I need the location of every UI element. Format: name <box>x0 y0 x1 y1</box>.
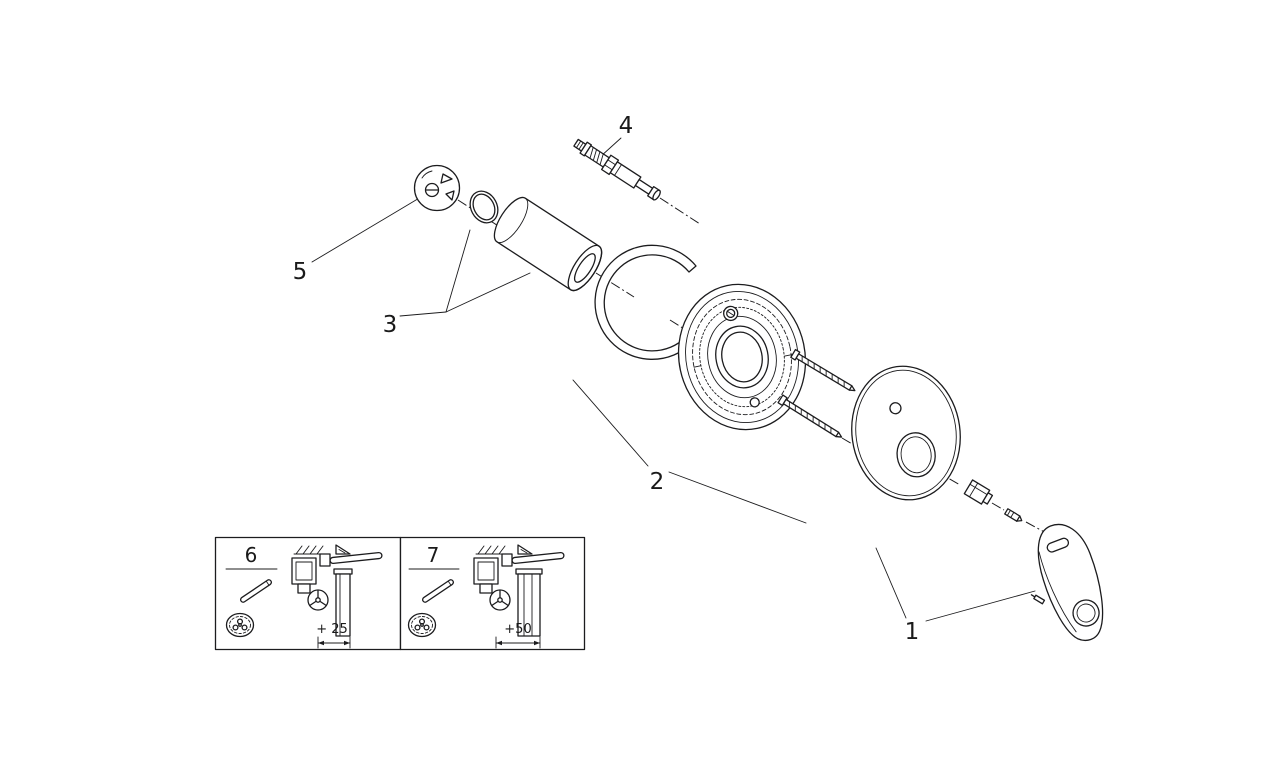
leader-line-3 <box>399 229 531 317</box>
knurled-adapter <box>407 612 437 638</box>
leader-line-5 <box>311 196 422 263</box>
pin-tool <box>239 579 273 603</box>
inset-box: 6 <box>214 536 586 651</box>
dimension-label-25: + 25 <box>316 622 348 637</box>
lever-arm <box>329 551 383 565</box>
cartridge <box>573 138 661 201</box>
cap-button <box>413 164 461 212</box>
pin-tool <box>421 579 455 603</box>
callout-part-1: 1 <box>905 619 920 645</box>
callout-part-3: 3 <box>383 312 398 338</box>
valve-schematic-6: + 25 <box>291 544 383 649</box>
tiling-symbol <box>517 544 533 555</box>
callout-part-2: 2 <box>650 469 665 495</box>
valve-schematic-7: +50 <box>473 544 565 649</box>
handle-screw <box>1030 594 1046 605</box>
lever-pivot <box>501 553 513 567</box>
lever-handle <box>1037 523 1104 642</box>
mounting-plate <box>677 283 807 431</box>
mounting-screw-bottom <box>777 394 843 438</box>
leader-line-2 <box>572 379 807 524</box>
extension-sleeve <box>517 573 541 637</box>
dimension-label-50: +50 <box>504 622 531 637</box>
tiling-symbol <box>335 544 351 555</box>
inset-panel-6: 6 <box>225 543 383 649</box>
inset-panel-7-number: 7 <box>427 543 440 567</box>
handle-logo-pill <box>1046 537 1070 553</box>
sleeve <box>493 196 603 292</box>
lever-arm <box>511 551 565 565</box>
mounting-screw-top <box>790 348 856 392</box>
adapter-block <box>963 479 994 505</box>
extension-sleeve <box>335 573 351 637</box>
grub-screw <box>1004 508 1023 522</box>
callout-part-5: 5 <box>293 259 308 285</box>
knurled-adapter <box>225 612 255 638</box>
leader-line-1 <box>875 547 1036 622</box>
inset-panel-7: 7 <box>407 543 565 649</box>
lever-pivot <box>319 553 331 567</box>
callout-part-4: 4 <box>619 113 634 139</box>
escutcheon-plate <box>851 365 961 501</box>
inset-panel-6-number: 6 <box>245 543 258 567</box>
o-ring <box>469 190 499 224</box>
